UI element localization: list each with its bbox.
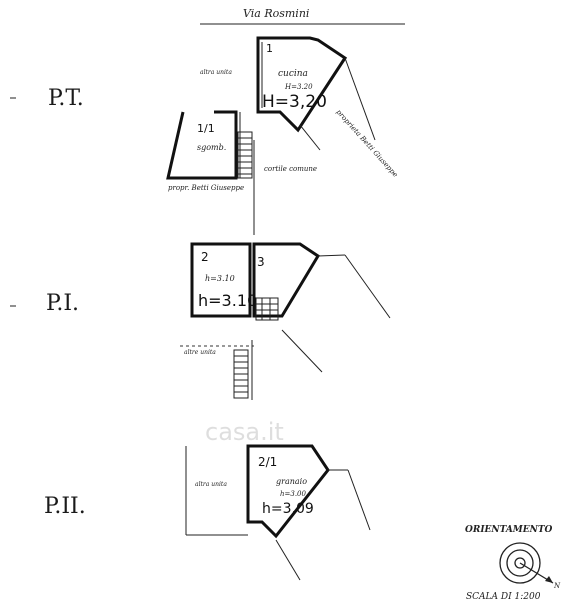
floor-label-pt: P.T. (48, 86, 84, 111)
compass-icon (499, 542, 554, 584)
room-3-outer-line (344, 254, 391, 319)
room-cucina-outline (256, 36, 348, 133)
floor-label-pii: P.II. (44, 494, 86, 519)
room-2-height-small: h=3.10 (205, 274, 235, 283)
room-3-diagonal (281, 329, 323, 373)
room-1-number: 1 (266, 42, 273, 55)
room-cucina-height-small: H=3.20 (284, 83, 313, 91)
room-cucina-name: cucina (278, 69, 308, 79)
room-granaio-height-small: h=3.00 (280, 490, 307, 498)
granaio-diagonal (275, 539, 301, 581)
room-sgombero-name: sgomb. (197, 143, 226, 152)
orientation-title: ORIENTAMENTO (465, 525, 553, 535)
room-2-1-number: 2/1 (258, 455, 277, 469)
room-sgombero-outline (166, 110, 238, 180)
room-granaio-outline (246, 444, 330, 539)
street-name: Via Rosmini (243, 7, 309, 20)
room-3-number: 3 (257, 255, 265, 269)
watermark: casa.it (205, 418, 284, 446)
room-1-1-number: 1/1 (197, 122, 215, 135)
room-2-outline (190, 242, 252, 318)
stairs-pi (255, 297, 279, 321)
note-propr-betti-giuseppe: propr. Betti Giuseppe (168, 184, 244, 192)
room-cucina-diagonal (299, 124, 321, 151)
scale-label: SCALA DI 1:200 (466, 592, 541, 600)
stairs-pi-lower (233, 349, 249, 399)
room-cucina-side-line (344, 57, 376, 141)
room-2-height-big: h=3.10 (198, 291, 257, 310)
granaio-outer-line (347, 469, 371, 531)
room-granaio-name: granaio (276, 477, 307, 486)
floor-label-pi: P.I. (46, 291, 79, 316)
compass-north-label: N (553, 582, 561, 590)
room-2-number: 2 (201, 250, 209, 264)
note-altre-unita-pi: altre unita (184, 349, 216, 356)
room-3-roof-line (317, 254, 346, 257)
note-altra-unita-pii: altra unita (195, 481, 227, 488)
note-altra-unita-pt: altra unita (200, 69, 232, 76)
room-3-outline (252, 242, 321, 318)
note-cortile-comune: cortile comune (264, 165, 317, 173)
room-granaio-height-big: h=3.09 (262, 501, 314, 517)
stairs-pt (237, 131, 253, 179)
room-cucina-height-big: H=3,20 (262, 92, 327, 112)
